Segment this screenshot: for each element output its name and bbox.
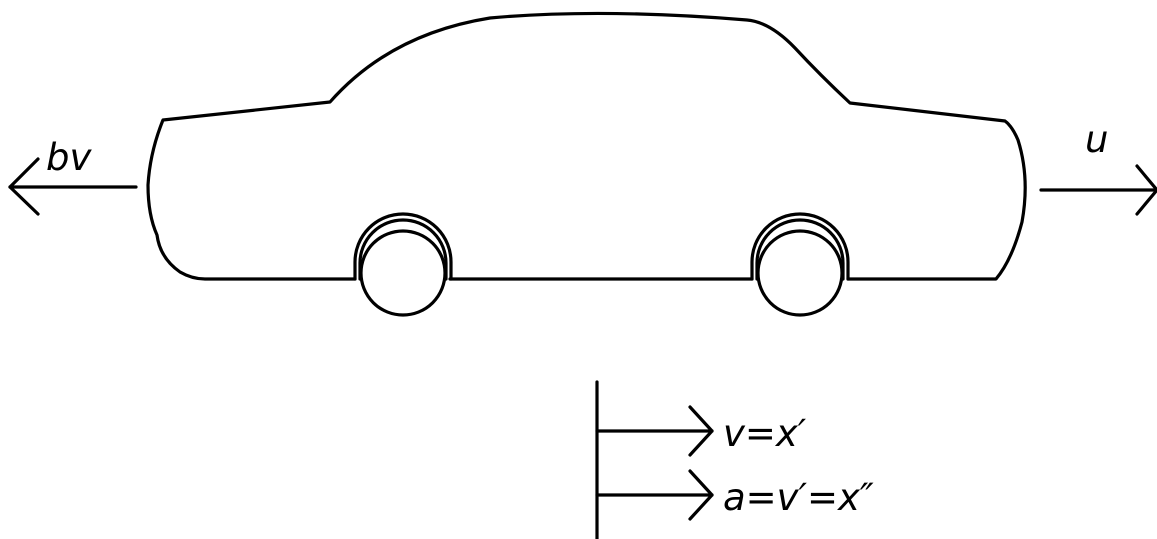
applied-force-arrow (1039, 164, 1157, 216)
left-wheel (359, 229, 447, 317)
velocity-label: v=x′ (723, 412, 807, 455)
acceleration-label: a=v′=x″ (723, 476, 874, 519)
drag-force-label: bv (46, 136, 92, 179)
velocity-arrow (595, 405, 714, 457)
right-wheel-arch (750, 212, 850, 281)
drag-force-arrow (8, 157, 138, 216)
car-body (146, 11, 1027, 281)
left-wheel-arch (353, 212, 453, 281)
right-wheel-arch-inner (755, 218, 845, 281)
right-wheel (756, 229, 844, 317)
left-wheel-arch-inner (358, 218, 448, 281)
applied-force-label: u (1085, 118, 1108, 161)
acceleration-arrow (595, 469, 714, 521)
